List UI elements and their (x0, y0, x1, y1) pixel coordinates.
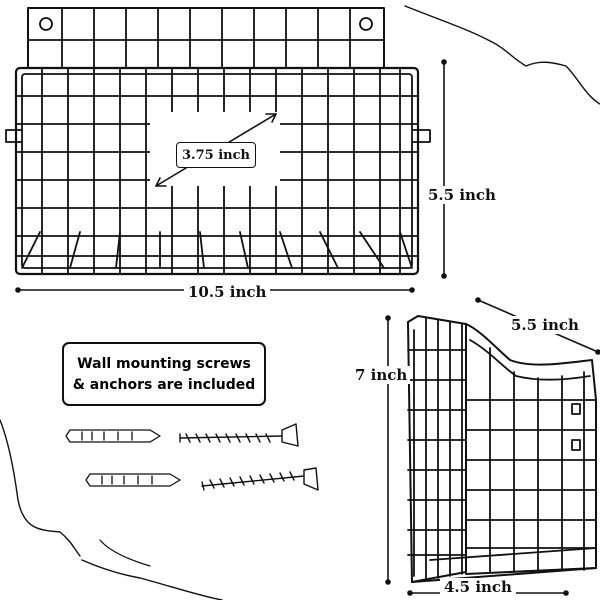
note-line-2: & anchors are included (72, 377, 256, 393)
background-curve-left (0, 419, 81, 557)
wall-anchor-icon (85, 473, 181, 487)
background-curve-top-right (404, 5, 600, 105)
mount-hole-right (359, 17, 373, 31)
screw-icon (179, 423, 299, 447)
height-dimension-line (441, 59, 447, 279)
background-curve-bottom-2 (99, 539, 151, 567)
opening-dimension-label: 3.75 inch (176, 142, 256, 168)
note-line-1: Wall mounting screws (77, 356, 251, 372)
front-basket-view (5, 7, 431, 276)
mount-hole-left (39, 17, 53, 31)
side-height-dimension-line (385, 315, 391, 585)
side-depth-dimension-label: 5.5 inch (508, 316, 582, 334)
side-height-dimension-label: 7 inch (352, 366, 411, 384)
screw-icon (201, 467, 319, 491)
side-bottom-dimension-label: 4.5 inch (440, 578, 516, 596)
mounting-hardware-note: Wall mounting screws & anchors are inclu… (62, 342, 266, 406)
wall-anchor-icon (65, 429, 161, 443)
height-dimension-label: 5.5 inch (424, 186, 500, 204)
width-dimension-label: 10.5 inch (184, 283, 271, 301)
side-basket-view (407, 315, 597, 583)
background-curve-bottom (81, 559, 223, 600)
